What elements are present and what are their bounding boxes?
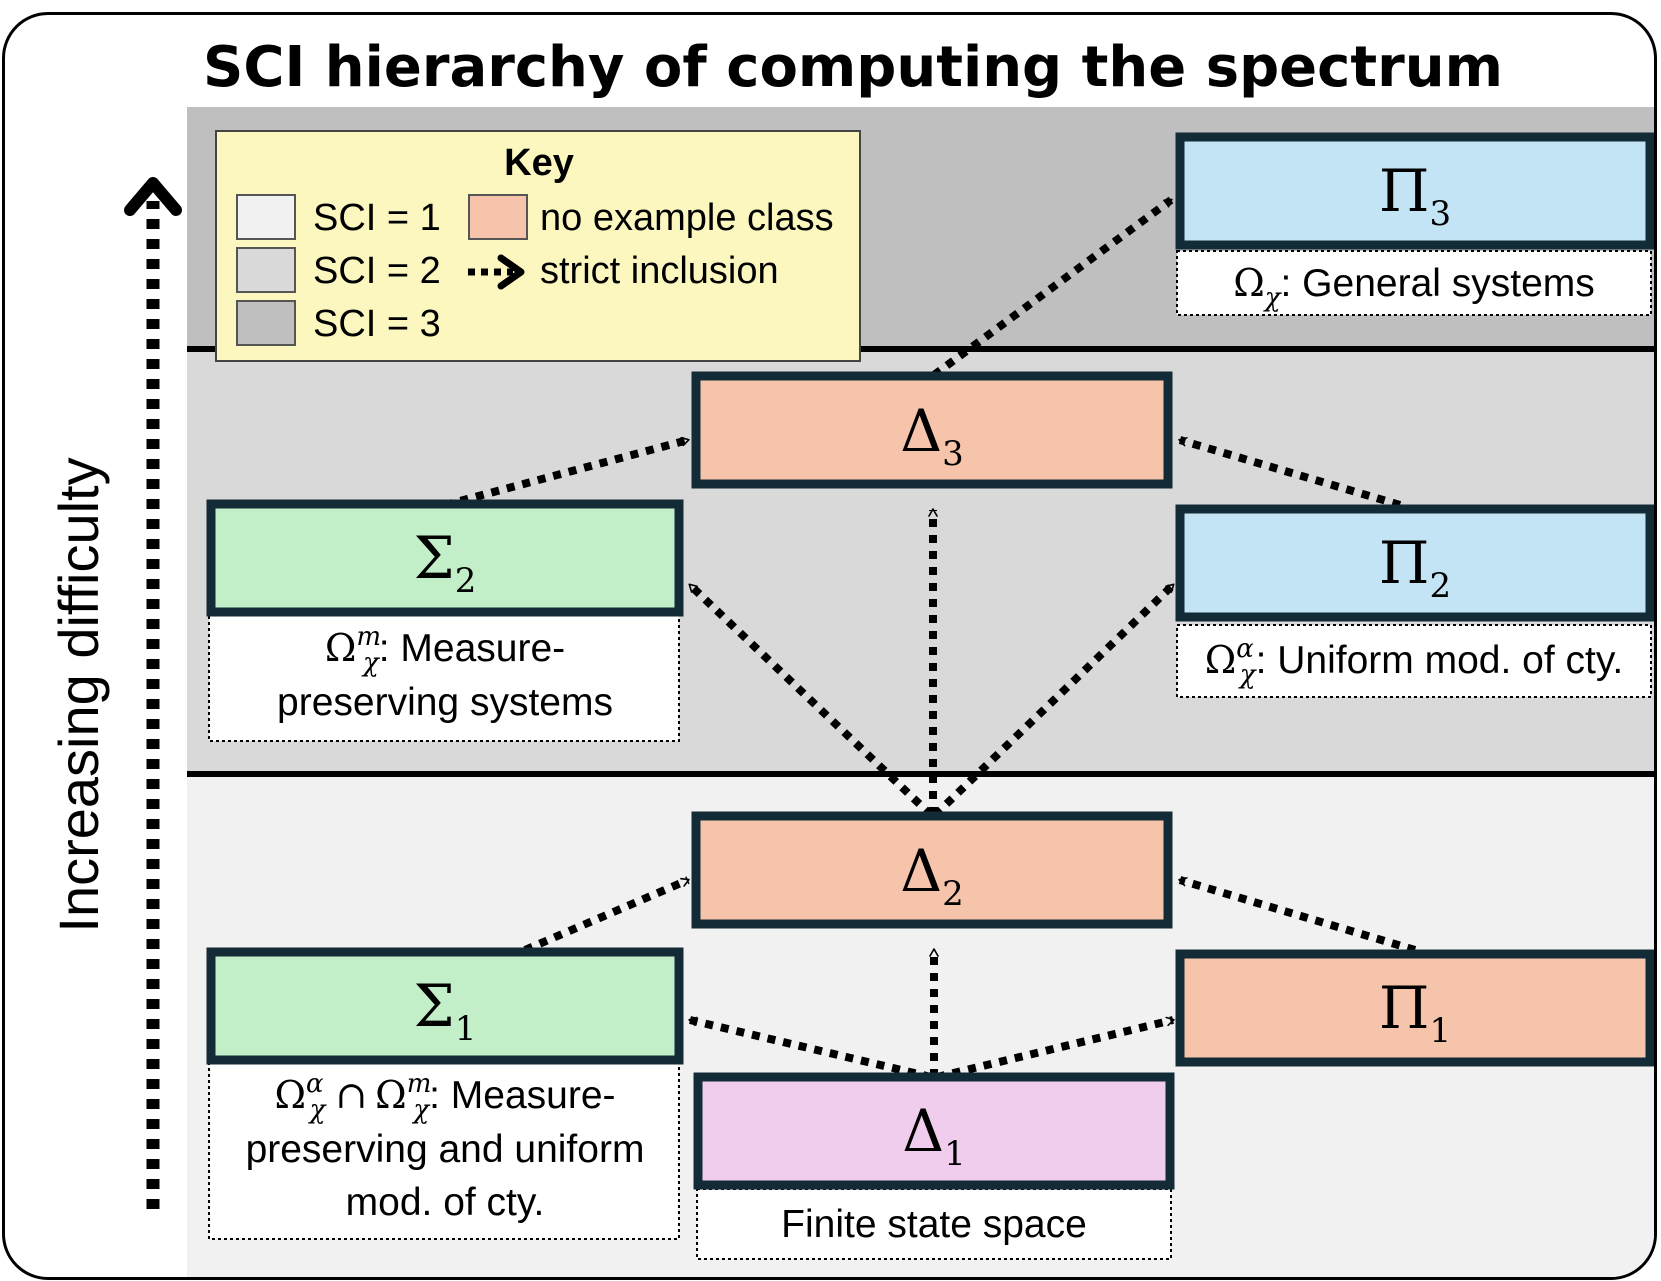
svg-text:Σ1: Σ1 — [414, 972, 477, 1049]
node-delta1: Δ1 — [693, 1072, 1175, 1190]
svg-text:Ωαχ∩Ωmχ: Measure-: Ωαχ∩Ωmχ: Measure- — [274, 1069, 615, 1125]
svg-text:Ωαχ: Uniform mod. of cty.: Ωαχ: Uniform mod. of cty. — [1205, 634, 1624, 690]
svg-text:Δ2: Δ2 — [900, 837, 964, 914]
svg-text:Σ2: Σ2 — [414, 524, 477, 601]
arrow-sigma2-delta3 — [443, 436, 690, 509]
arrow-delta3-pi3 — [931, 196, 1174, 379]
arrow-pi2-delta3 — [1178, 436, 1402, 509]
figure-frame: SCI hierarchy of computing the spectrum … — [2, 12, 1657, 1280]
difficulty-arrow — [124, 177, 182, 1209]
inclusion-arrows — [443, 196, 1417, 1081]
svg-text:Π1: Π1 — [1379, 974, 1451, 1051]
svg-text:Ωmχ: Measure-: Ωmχ: Measure- — [325, 622, 565, 678]
side-label: Increasing difficulty — [47, 457, 110, 932]
diagram-canvas: SCI hierarchy of computing the spectrum … — [47, 35, 1654, 1277]
legend-label-sci1: SCI = 1 — [313, 197, 441, 239]
svg-text:mod. of cty.: mod. of cty. — [346, 1181, 545, 1224]
arrow-sigma1-delta2 — [523, 876, 690, 954]
legend-swatch-no-example — [468, 194, 528, 240]
node-pi3: Π3 — [1175, 132, 1654, 250]
legend-label-sci3: SCI = 3 — [313, 303, 441, 345]
desc-pi3: Ωχ: General systems — [1176, 250, 1652, 316]
arrow-delta2-sigma2 — [687, 582, 934, 818]
legend-label-strict: strict inclusion — [540, 250, 779, 292]
legend-swatch-sci2 — [236, 247, 296, 293]
svg-text:Δ3: Δ3 — [900, 397, 964, 474]
svg-text:preserving and uniform: preserving and uniform — [246, 1128, 645, 1171]
node-pi2: Π2 — [1175, 504, 1654, 622]
legend-title: Key — [504, 142, 574, 184]
svg-text:Ωχ: General systems: Ωχ: General systems — [1233, 261, 1595, 313]
legend-label-no-example: no example class — [540, 197, 834, 239]
legend-arrow-icon — [468, 254, 525, 290]
arrow-delta2-pi2 — [932, 582, 1176, 818]
node-delta3: Δ3 — [691, 371, 1173, 489]
svg-text:preserving systems: preserving systems — [277, 681, 613, 724]
legend: Key SCI = 1 SCI = 2 SCI = 3 no example c… — [215, 130, 861, 362]
node-sigma2: Σ2 — [206, 499, 684, 617]
svg-text:Finite state space: Finite state space — [781, 1203, 1087, 1246]
node-sigma1: Σ1 — [206, 947, 684, 1065]
page-title: SCI hierarchy of computing the spectrum — [203, 35, 1503, 100]
svg-text:Π3: Π3 — [1379, 157, 1451, 234]
desc-delta1: Finite state space — [696, 1188, 1172, 1260]
legend-label-sci2: SCI = 2 — [313, 250, 441, 292]
legend-swatch-sci3 — [236, 300, 296, 346]
node-delta2: Δ2 — [691, 811, 1173, 929]
node-pi1: Π1 — [1175, 949, 1654, 1067]
legend-swatch-sci1 — [236, 194, 296, 240]
svg-text:Δ1: Δ1 — [902, 1097, 966, 1174]
svg-text:Π2: Π2 — [1379, 529, 1451, 606]
